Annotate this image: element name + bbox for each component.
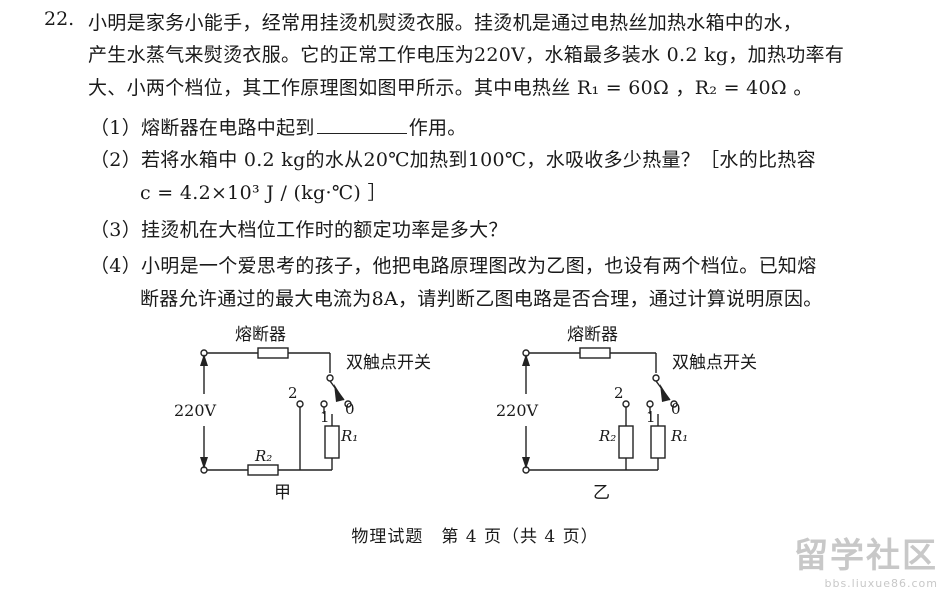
voltage-label-jia: 220V	[174, 401, 217, 420]
caption-jia: 甲	[274, 483, 291, 503]
answer-blank	[316, 117, 407, 134]
contact-2-jia: 2	[288, 384, 298, 402]
contact-0-yi: 0	[671, 400, 681, 418]
part-1-post: 作用。	[408, 117, 467, 139]
caption-yi: 乙	[593, 483, 610, 503]
switch-label-jia: 双触点开关	[346, 353, 431, 373]
page-footer: 物理试题 第 4 页（共 4 页）	[351, 527, 599, 547]
contact-0-jia: 0	[345, 400, 355, 418]
resistor-r1-yi	[650, 425, 666, 459]
part-2-formula: c = 4.2×10³ J / (kg·℃) ］	[140, 182, 387, 204]
contact-1-jia: 1	[320, 408, 330, 426]
question-stem-line-3: 大、小两个档位，其工作原理图如图甲所示。其中电热丝 R₁ = 60Ω ，R₂ =…	[88, 77, 813, 99]
watermark-url: bbs.liuxue86.com	[824, 577, 938, 590]
watermark-brand: 留学社区	[794, 536, 938, 576]
part-1: （1）熔断器在电路中起到 作用。	[90, 113, 467, 140]
part-3: （3）挂烫机在大档位工作时的额定功率是多大？	[90, 219, 508, 241]
voltage-label-yi: 220V	[496, 401, 539, 420]
part-2: （2）若将水箱中 0.2 kg的水从20℃加热到100℃，水吸收多少热量？［水的…	[90, 149, 816, 171]
resistor-r1-jia	[324, 425, 340, 459]
contact-1-yi: 1	[646, 408, 656, 426]
r1-label-yi: R₁	[670, 427, 688, 445]
r1-label-jia: R₁	[340, 427, 358, 445]
part-4: （4）小明是一个爱思考的孩子，他把电路原理图改为乙图，也设有两个档位。已知熔	[90, 255, 817, 277]
switch-label-yi: 双触点开关	[672, 353, 757, 373]
fuse-label-yi: 熔断器	[567, 325, 618, 345]
resistor-r2-yi	[618, 425, 634, 459]
part-1-pre: （1）熔断器在电路中起到	[90, 117, 315, 139]
circuit-diagram-yi: 熔断器 双触点开关 220V R₁ R₂ 0 1 2 乙	[496, 325, 757, 503]
watermark: 留学社区 bbs.liuxue86.com	[794, 528, 938, 590]
question-stem-line-2: 产生水蒸气来熨烫衣服。它的正常工作电压为220V，水箱最多装水 0.2 kg，加…	[88, 44, 845, 66]
question-stem-line-1: 小明是家务小能手，经常用挂烫机熨烫衣服。挂烫机是通过电热丝加热水箱中的水，	[88, 12, 803, 34]
resistor-r2-jia	[247, 464, 279, 476]
fuse-jia	[257, 347, 289, 359]
question-number: 22.	[44, 8, 75, 30]
r2-label-yi: R₂	[598, 427, 616, 445]
circuit-diagram-jia: 熔断器 双触点开关 220V R₁ R₂ 0 1 2 甲	[174, 325, 431, 503]
part-4-continued: 断器允许通过的最大电流为8A，请判断乙图电路是否合理，通过计算说明原因。	[140, 288, 823, 310]
r2-label-jia: R₂	[254, 447, 272, 465]
fuse-yi	[579, 347, 611, 359]
contact-2-yi: 2	[614, 384, 624, 402]
fuse-label-jia: 熔断器	[235, 325, 286, 345]
